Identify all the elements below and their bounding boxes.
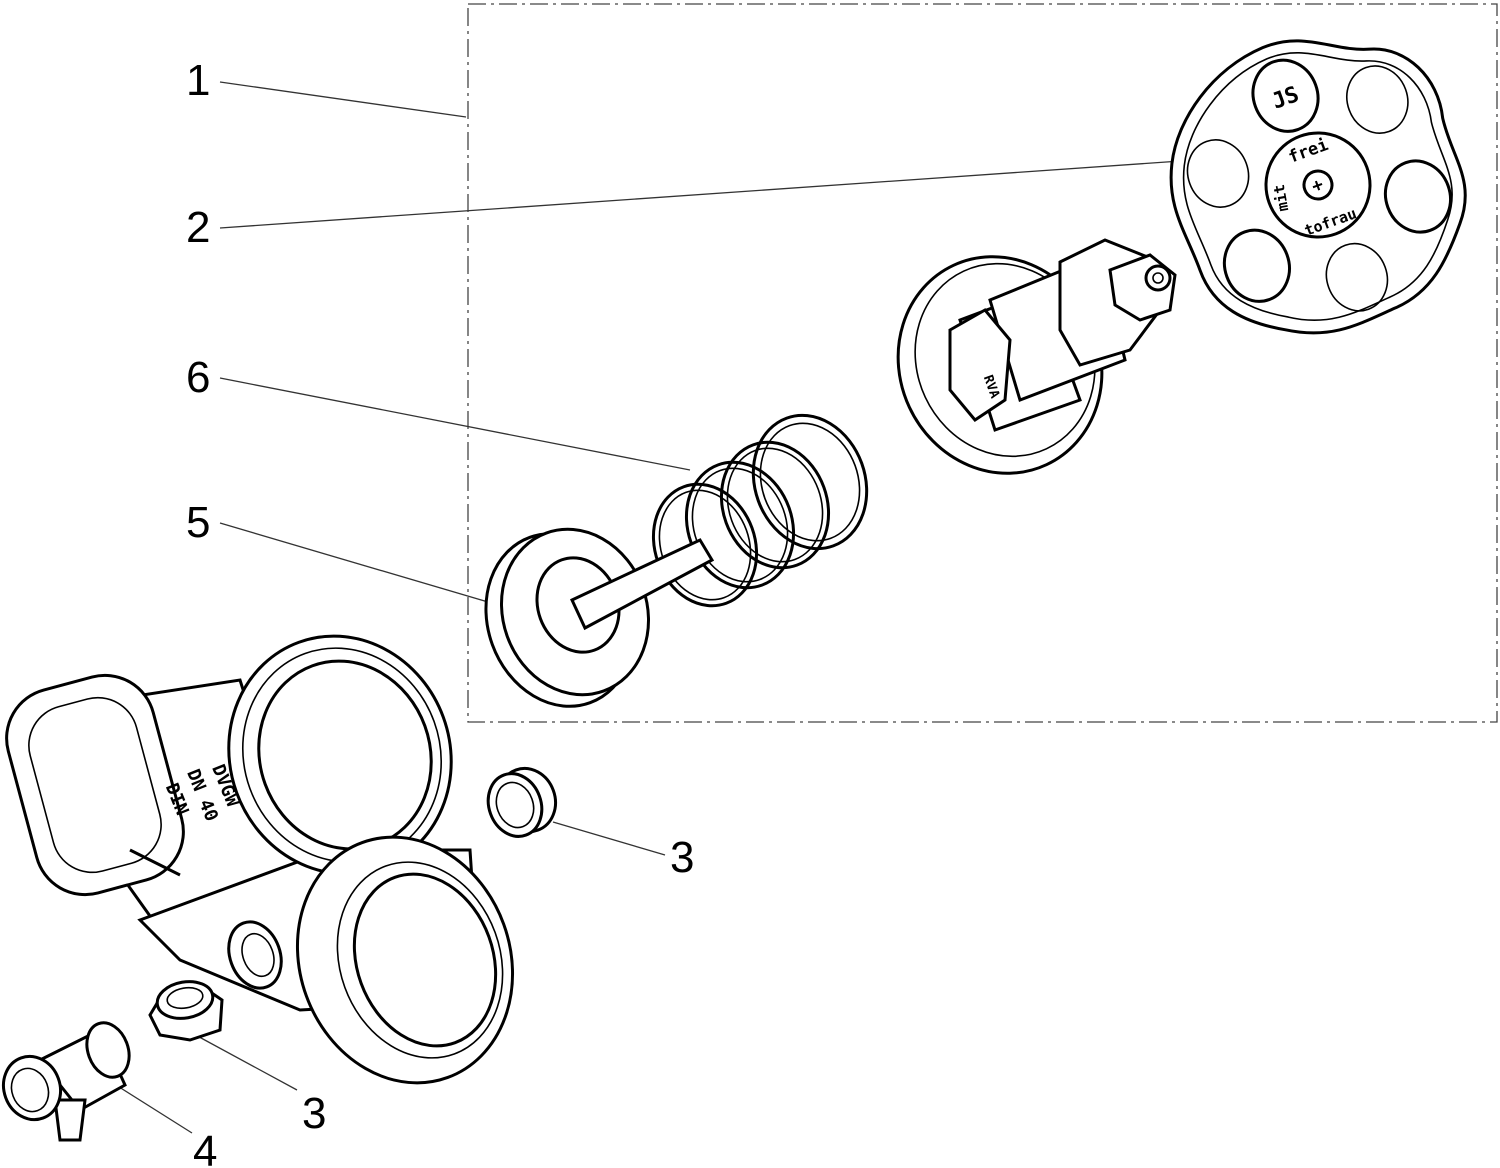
handwheel-text-mit: mit	[1270, 183, 1292, 213]
flow-arrow-icon	[129, 848, 181, 877]
callout-3a: 3	[670, 833, 694, 882]
callout-5: 5	[186, 498, 210, 547]
callout-4: 4	[193, 1127, 217, 1168]
leader-line-5	[219, 522, 516, 611]
handwheel-part: + frei mit tofrau JS	[1169, 39, 1467, 335]
spring-part	[651, 413, 869, 608]
valve-disc-part	[484, 527, 715, 708]
valve-body-part: DVGW DN 40 DIN	[5, 634, 515, 1085]
leader-line-3a	[552, 821, 666, 856]
bonnet-spindle-part: RVA	[896, 238, 1177, 475]
leader-lines	[107, 81, 1196, 1134]
callout-1: 1	[186, 56, 210, 105]
leader-line-3b	[189, 1031, 298, 1091]
callout-6: 6	[186, 353, 210, 402]
drain-fitting-part	[2, 1021, 131, 1142]
leader-line-4	[107, 1079, 193, 1134]
leader-line-1	[219, 81, 467, 118]
leader-line-2	[219, 159, 1196, 229]
callout-2: 2	[186, 203, 210, 252]
plug-part-upper	[486, 766, 557, 838]
plug-part-lower	[148, 980, 224, 1042]
callout-3b: 3	[302, 1089, 326, 1138]
assembly-boundary-box	[467, 3, 1498, 723]
leader-line-6	[219, 377, 691, 471]
